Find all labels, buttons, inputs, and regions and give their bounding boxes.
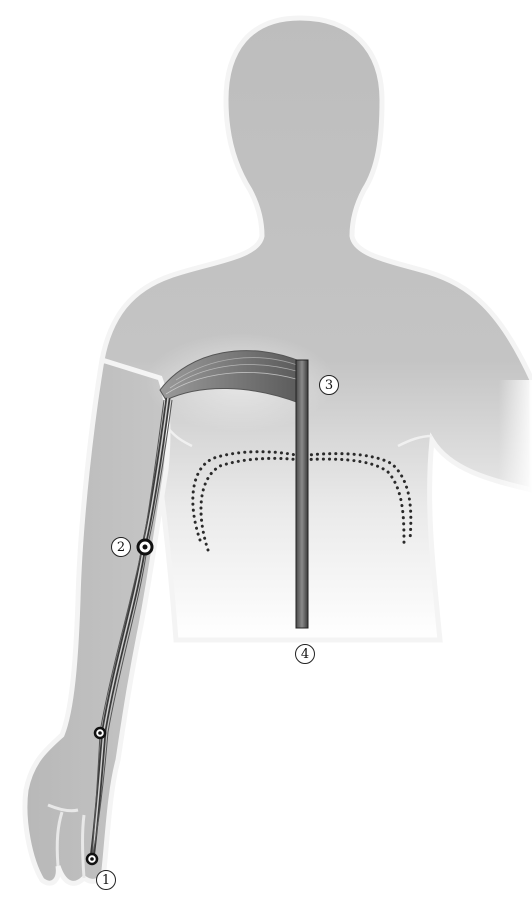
- marker-label-1: 1: [96, 870, 116, 890]
- point-1-center: [90, 857, 94, 861]
- marker-label-3: 3: [319, 375, 339, 395]
- marker-label-4: 4: [295, 644, 315, 664]
- marker-label-2: 2: [111, 537, 131, 557]
- point-2-center: [143, 545, 148, 550]
- sternum-bar: [296, 360, 308, 628]
- point-elbow-center: [98, 731, 102, 735]
